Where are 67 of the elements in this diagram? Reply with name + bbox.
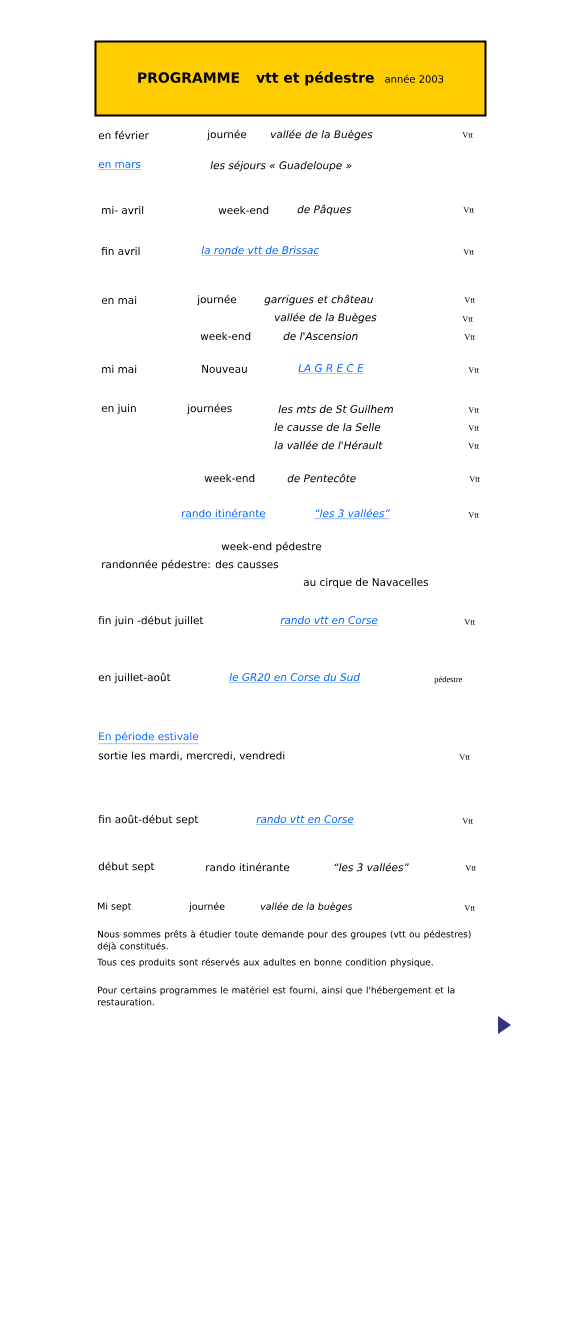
activity-type: pédestre — [434, 676, 463, 684]
activity-type: Vtt — [463, 207, 474, 213]
activity-type: Vtt — [463, 249, 474, 255]
link-text: en mars — [98, 162, 142, 170]
link-text: “les 3 vallées” — [314, 508, 391, 519]
schedule-text: journée — [197, 294, 237, 306]
schedule-text: Mi sept — [98, 902, 132, 912]
activity-type: Vtt — [462, 818, 473, 824]
schedule-text: week-end — [218, 205, 269, 215]
trip-name: garrigues et château — [264, 294, 373, 306]
schedule-text: fin juin -début juillet — [98, 615, 204, 627]
trip-name: le causse de la Selle — [274, 422, 381, 432]
schedule-text: journées — [187, 403, 232, 415]
schedule-text: en juin — [101, 403, 136, 415]
activity-type: Vtt — [464, 297, 475, 303]
link-text: rando vtt en Corse — [280, 615, 379, 626]
trip-name: les séjours « Guadeloupe » — [210, 160, 352, 172]
activity-type: Vtt — [462, 316, 473, 322]
activity-type: Vtt — [469, 476, 480, 482]
schedule-text: rando itinérante — [206, 862, 290, 872]
activity-type: Vtt — [459, 754, 470, 760]
activity-type: Vtt — [464, 334, 475, 340]
activity-type: Vtt — [468, 367, 479, 373]
link-text: LA G R E C E — [298, 364, 364, 374]
link-text: En période estivale — [98, 731, 199, 744]
trip-name: la vallée de l'Hérault — [274, 440, 383, 450]
activity-type: Vtt — [464, 905, 475, 911]
schedule-text: sortie les mardi, mercredi, vendredi — [98, 751, 285, 761]
link-text: la ronde vtt de Brissac — [201, 246, 320, 256]
trip-name: vallée de la Buèges — [274, 312, 377, 324]
schedule-text: mi mai — [102, 364, 137, 374]
schedule-text: en février — [98, 130, 149, 140]
link-text: rando itinérante — [181, 508, 266, 519]
trip-name: de Pâques — [297, 204, 352, 216]
trip-name: de Pentecôte — [287, 473, 356, 483]
activity-type: Vtt — [468, 425, 479, 431]
trip-name: vallée de la buèges — [260, 902, 353, 912]
activity-type: Vtt — [465, 865, 476, 871]
schedule-text: week-end — [204, 473, 255, 483]
schedule-text: début sept — [98, 861, 155, 873]
activity-type: Vtt — [468, 512, 479, 518]
activity-type: Vtt — [462, 132, 473, 138]
schedule-text: week-end pédestre — [221, 541, 322, 553]
title-box: PROGRAMME vtt et pédestre année 2003 — [94, 40, 487, 117]
activity-type: Vtt — [468, 407, 479, 413]
schedule-text: Nouveau — [202, 365, 247, 373]
schedule-text: en juillet-août — [98, 672, 171, 684]
schedule-text: au cirque de Navacelles — [303, 577, 428, 589]
schedule-text: fin août-début sept — [98, 814, 199, 826]
link-text: le GR20 en Corse du Sud — [229, 672, 361, 683]
note-paragraph: Pour certains programmes le matériel est fourni, ainsi que l'hébergement et la restauration. — [98, 986, 455, 1006]
trip-name: de l'Ascension — [283, 331, 358, 341]
activity-type: Vtt — [464, 619, 475, 625]
trip-name: vallée de la Buèges — [270, 129, 373, 141]
schedule-text: en mai — [101, 295, 137, 305]
schedule-text: mi- avril — [102, 205, 144, 215]
note-paragraph: Nous sommes prêts à étudier toute demande pour des groupes (vtt ou pédestres) déjà constitués. — [97, 930, 471, 952]
schedule-text: journée — [189, 902, 225, 912]
schedule-text: journée — [207, 129, 247, 141]
link-text: rando vtt en Corse — [256, 814, 355, 825]
schedule-text: week-end — [200, 331, 251, 341]
schedule-text: randonnée pédestre: des causses — [102, 559, 279, 571]
schedule-text: fin avril — [101, 246, 140, 256]
activity-type: Vtt — [468, 443, 479, 449]
trip-name: les mts de St Guilhem — [278, 404, 393, 414]
note-paragraph: Tous ces produits sont réservés aux adultes en bonne condition physique. — [97, 958, 433, 968]
trip-name: “les 3 vallées” — [334, 862, 409, 872]
